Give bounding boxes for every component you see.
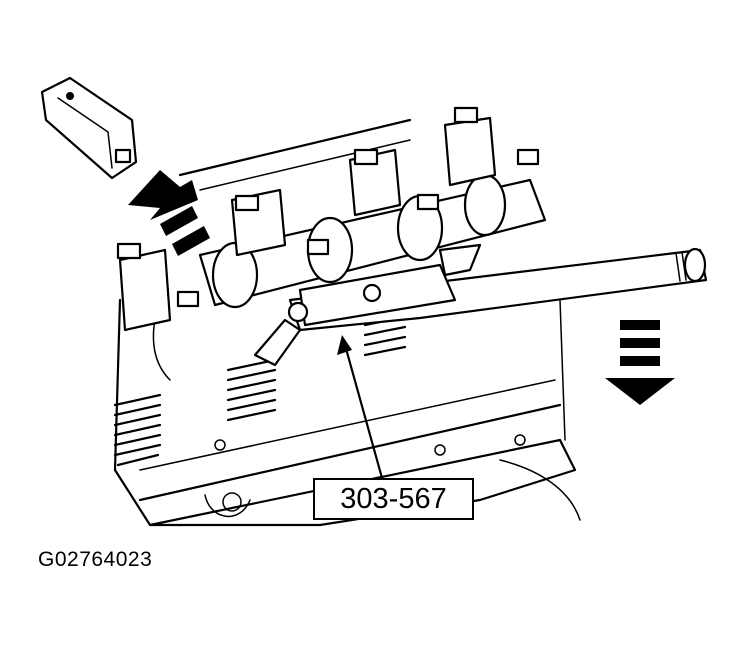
camshaft [152, 173, 547, 381]
bearing-cap-2 [230, 188, 330, 257]
down-motion-arrow-icon [605, 320, 675, 405]
bearing-cap-3 [348, 148, 440, 217]
valve-spring-left [113, 393, 162, 467]
bearing-cap-1 [116, 242, 200, 332]
tool-number-callout: 303-567 [313, 478, 474, 520]
tool-number-label: 303-567 [340, 482, 447, 515]
roller-follower [40, 76, 138, 180]
figure-id: G02764023 [38, 548, 153, 571]
valve-spring-center [226, 358, 277, 422]
tool-303-567-lever [253, 243, 708, 367]
bearing-cap-4 [443, 106, 540, 187]
callout-leader-arrowhead [337, 335, 352, 355]
cylinder-head [113, 118, 581, 527]
up-left-motion-arrow-icon [128, 170, 210, 256]
callout-leader [343, 343, 384, 480]
